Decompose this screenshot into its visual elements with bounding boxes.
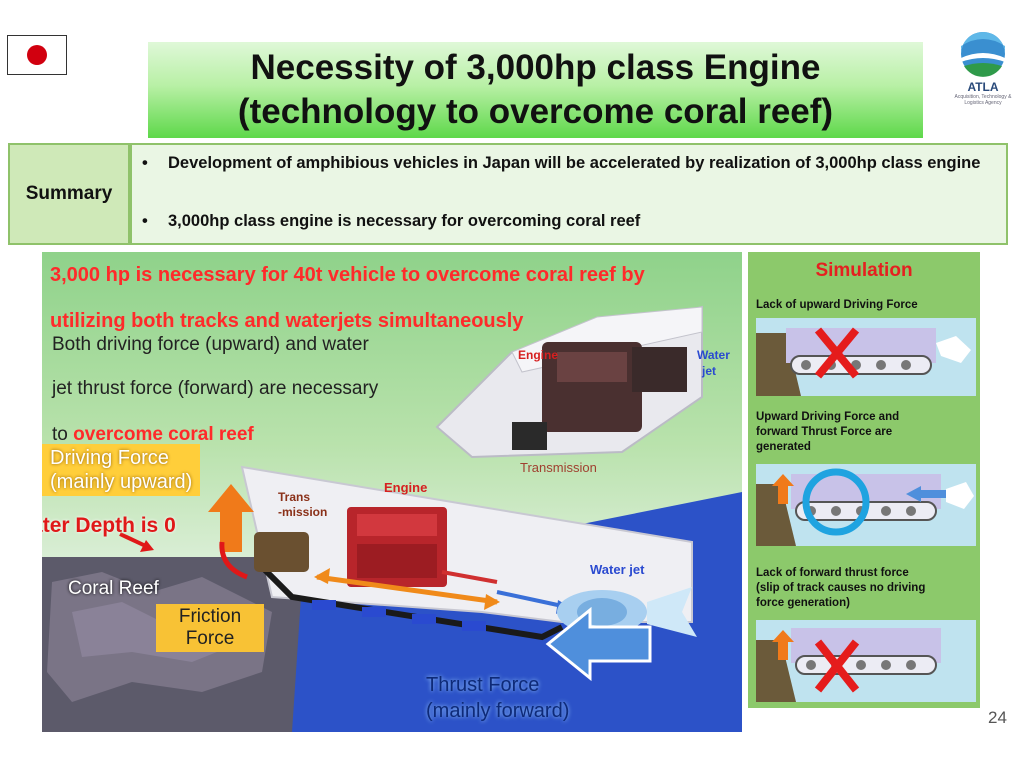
sim-image-2 (756, 464, 976, 546)
upper-jet-label: jet (702, 364, 717, 378)
driving-force-arrow (208, 484, 254, 552)
body-line-3-prefix: to (52, 424, 68, 445)
driving-force-line-2: (mainly upward) (50, 471, 193, 493)
water-depth-label: Water Depth is 0 (42, 514, 176, 537)
summary-bullet: • 3,000hp class engine is necessary for … (142, 211, 992, 231)
driving-force-label: Driving Force (mainly upward) (42, 444, 201, 496)
japan-flag (7, 35, 67, 75)
sim-caption-line: forward Thrust Force are (756, 426, 893, 438)
sim-caption-line: Upward Driving Force and (756, 411, 900, 423)
bullet-dot: • (142, 212, 148, 230)
thrust-force-arrow (545, 606, 652, 682)
sim-caption-line: force generation) (756, 597, 850, 609)
summary-label: Summary (8, 143, 130, 245)
thrust-line-1: Thrust Force (426, 674, 540, 696)
thrust-force-label: Thrust Force (mainly forward) (426, 672, 569, 724)
upper-transmission-label: Transmission (520, 460, 597, 475)
cross-mark-icon (814, 639, 860, 693)
title-banner: Necessity of 3,000hp class Engine (techn… (148, 42, 923, 138)
cross-mark-icon (814, 327, 860, 379)
summary-bullet: • Development of amphibious vehicles in … (142, 153, 992, 173)
driving-force-line-1: Driving Force (50, 447, 169, 469)
headline-line-1: 3,000 hp is necessary for 40t vehicle to… (50, 264, 645, 286)
sim-caption-line: Lack of upward Driving Force (756, 299, 918, 311)
flag-sun-icon (27, 45, 47, 65)
sim-image-1 (756, 318, 976, 396)
summary-bullet-text: 3,000hp class engine is necessary for ov… (168, 212, 641, 230)
sim-caption-line: (slip of track causes no driving (756, 582, 926, 594)
body-line-3-highlight: overcome coral reef (73, 424, 254, 445)
simulation-title: Simulation (815, 260, 913, 281)
lower-engine-label: Engine (384, 480, 428, 495)
bullet-dot: • (142, 154, 148, 172)
body-line-1: Both driving force (upward) and water (52, 334, 369, 355)
summary-body: • Development of amphibious vehicles in … (130, 143, 1008, 245)
title-line-2: (technology to overcome coral reef) (237, 92, 834, 131)
thrust-line-2: (mainly forward) (426, 700, 570, 722)
body-line-2: jet thrust force (forward) are necessary (52, 378, 379, 399)
friction-line-2: Force (185, 628, 235, 649)
sim-caption-2: Upward Driving Force and forward Thrust … (756, 410, 976, 455)
circle-mark-icon (802, 468, 870, 536)
sim-caption-line: generated (756, 441, 811, 453)
sim-caption-1: Lack of upward Driving Force (756, 298, 976, 313)
friction-line-1: Friction (178, 606, 242, 627)
upper-water-label: Water (697, 348, 730, 362)
page-number: 24 (988, 708, 1007, 727)
lower-transmission-label: Trans -mission (278, 490, 327, 520)
lower-water-jet-label: Water jet (590, 562, 645, 577)
main-diagram-panel: 3,000 hp is necessary for 40t vehicle to… (42, 252, 742, 732)
headline-line-2: utilizing both tracks and waterjets simu… (50, 310, 524, 332)
lower-transmission-line-2: -mission (278, 505, 328, 519)
summary-bullet-text: Development of amphibious vehicles in Ja… (168, 154, 981, 172)
logo-subtext: Acquisition, Technology & Logistics Agen… (954, 94, 1012, 106)
logo-text: ATLA (967, 80, 999, 94)
coral-reef-label: Coral Reef (68, 578, 159, 599)
friction-force-label: Friction Force (156, 604, 264, 652)
sim-image-3 (756, 620, 976, 702)
title-line-1: Necessity of 3,000hp class Engine (250, 48, 821, 87)
transmission-block (254, 532, 309, 572)
simulation-panel: Simulation Lack of upward Driving Force … (748, 252, 980, 708)
body-line-3: to overcome coral reef (52, 424, 254, 446)
lower-transmission-line-1: Trans (278, 490, 311, 504)
upper-engine-label: Engine (518, 348, 559, 362)
atla-logo-icon (961, 32, 1005, 77)
sim-caption-line: Lack of forward thrust force (756, 567, 909, 579)
sim-caption-3: Lack of forward thrust force (slip of tr… (756, 566, 976, 611)
